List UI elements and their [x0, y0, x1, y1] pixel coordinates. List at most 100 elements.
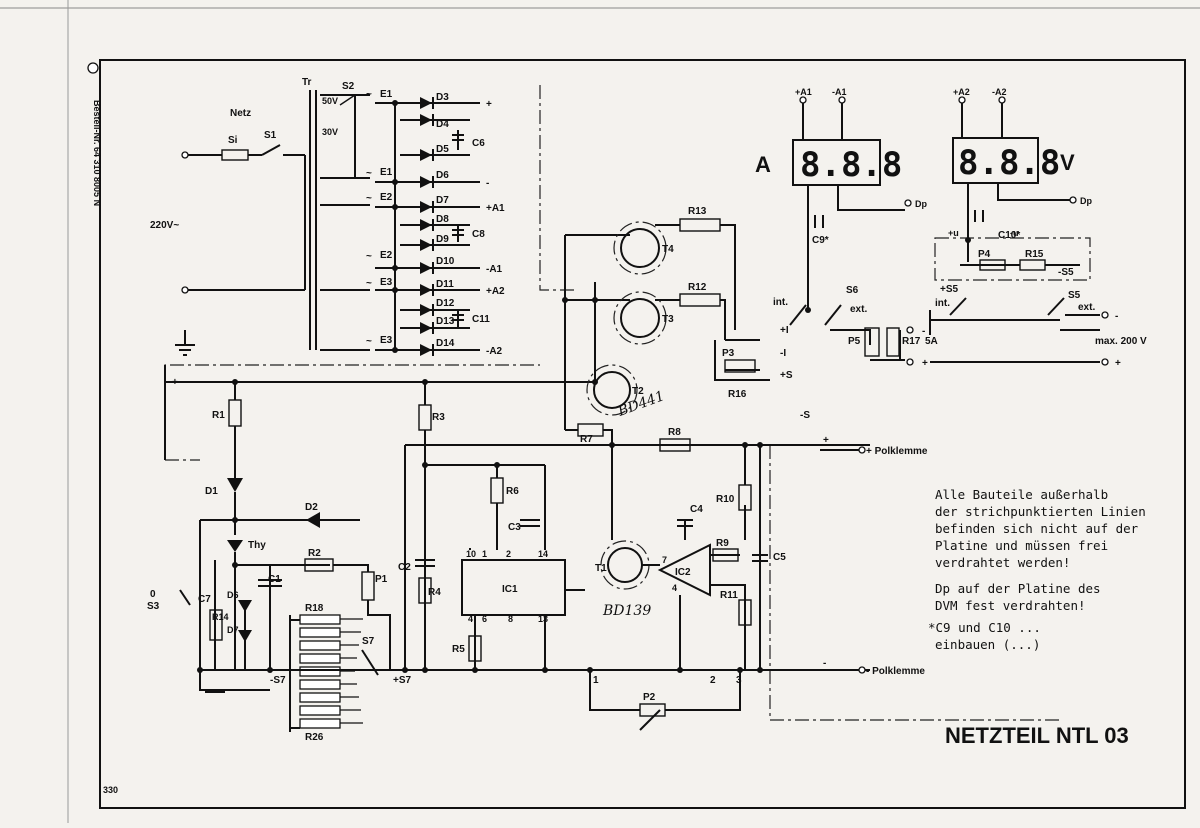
resistor-r15 — [1019, 259, 1046, 271]
s5-label: S5 — [1068, 290, 1081, 301]
t2-label: T2 — [632, 386, 644, 397]
pot-p5 — [864, 327, 880, 357]
r14-label: R14 — [212, 612, 229, 622]
svg-text:10: 10 — [466, 549, 476, 559]
voltmeter-dp: Dp — [1080, 196, 1092, 206]
switch-s5[interactable] — [949, 297, 967, 316]
junction-dot — [587, 667, 593, 673]
voltmeter-pcb-boundary — [934, 237, 1091, 281]
svg-text:Alle Bauteile außerhalb: Alle Bauteile außerhalb — [935, 487, 1108, 502]
node-2: 2 — [710, 675, 716, 686]
resistor-r3 — [418, 404, 432, 431]
p5-label: P5 — [848, 336, 861, 347]
svg-text:E3: E3 — [380, 335, 393, 346]
tap-switch-label: S2 — [342, 81, 355, 92]
plus-u-label: +u — [948, 228, 959, 238]
resistor-r17 — [886, 327, 900, 357]
junction-dot — [422, 379, 428, 385]
r16-label: R16 — [728, 389, 747, 400]
supply-terminals: + - +A1 -A1 +A2 -A2 — [486, 99, 505, 357]
r18-label: R18 — [305, 603, 324, 614]
svg-text:D14: D14 — [436, 338, 455, 349]
svg-text:*C9 und C10 ...: *C9 und C10 ... — [928, 620, 1041, 635]
junction-dot — [677, 667, 683, 673]
svg-text:+A1: +A1 — [486, 203, 505, 214]
diode-symbol — [420, 201, 432, 213]
junction-dot — [965, 237, 971, 243]
svg-text:D4: D4 — [436, 119, 449, 130]
switch-s6[interactable] — [789, 304, 807, 326]
svg-text:-I: -I — [780, 348, 786, 359]
svg-text:2: 2 — [506, 549, 511, 559]
tap-30v: 30V — [322, 127, 338, 137]
ext-label-1: ext. — [850, 304, 867, 315]
svg-text:-: - — [922, 326, 925, 337]
t3-label: T3 — [662, 314, 674, 325]
svg-text:~: ~ — [366, 193, 372, 204]
diode-symbol — [420, 262, 432, 274]
opamp-ic2 — [657, 543, 711, 597]
d6-label: D6 — [227, 590, 239, 600]
p2-label: P2 — [643, 692, 656, 703]
led-d1 — [227, 478, 243, 492]
junction-dot — [232, 517, 238, 523]
switch-s3[interactable] — [179, 589, 191, 606]
junction-dot — [472, 667, 478, 673]
c2-label: C2 — [398, 562, 411, 573]
diode-symbol — [420, 176, 432, 188]
range-5a: 5A — [925, 336, 938, 347]
polklemme-positive: + Polklemme — [866, 446, 928, 457]
svg-text:D11: D11 — [436, 279, 454, 290]
junction-dot — [267, 667, 273, 673]
c5-label: C5 — [773, 552, 786, 563]
svg-text:+: + — [823, 435, 829, 446]
switch-s7[interactable] — [361, 649, 379, 676]
svg-text:einbauen (...): einbauen (...) — [935, 637, 1040, 652]
r26-label: R26 — [305, 732, 324, 743]
c4-label: C4 — [690, 504, 703, 515]
tap-switch-s2 — [339, 94, 356, 106]
svg-text:C8: C8 — [472, 229, 485, 240]
diode-symbol — [420, 239, 432, 251]
junction-dot — [737, 667, 743, 673]
r9-label: R9 — [716, 538, 729, 549]
resistor-r12 — [679, 293, 721, 307]
t1-type: BD139 — [602, 603, 651, 619]
svg-text:Dp auf der Platine des: Dp auf der Platine des — [935, 581, 1101, 596]
rectifier-caps: C6 C8 C11 — [472, 138, 490, 325]
svg-text:D9: D9 — [436, 234, 449, 245]
resistor-r9 — [712, 548, 739, 562]
svg-text:DVM fest verdrahten!: DVM fest verdrahten! — [935, 598, 1086, 613]
r12-label: R12 — [688, 282, 707, 293]
winding-labels: E1 E1 E2 E2 E3 E3 — [380, 89, 393, 346]
c3-label: C3 — [508, 522, 521, 533]
d1-label: D1 — [205, 486, 218, 497]
svg-text:der strichpunktierten Linien: der strichpunktierten Linien — [935, 504, 1146, 519]
svg-text:verdrahtet werden!: verdrahtet werden! — [935, 555, 1070, 570]
pot-p1 — [361, 571, 375, 601]
transistor-t1 — [607, 547, 643, 583]
svg-text:14: 14 — [538, 549, 548, 559]
diode-symbol — [420, 149, 432, 161]
schematic-title: NETZTEIL NTL 03 — [945, 723, 1129, 748]
p4-label: P4 — [978, 249, 991, 260]
svg-text:D8: D8 — [436, 214, 449, 225]
range-resistor — [299, 692, 341, 703]
ammeter-dp: Dp — [915, 199, 927, 209]
svg-text:befinden sich nicht auf der: befinden sich nicht auf der — [935, 521, 1139, 536]
resistor-r11 — [738, 599, 752, 626]
resistor-r13 — [679, 218, 721, 232]
switch-s1-label: S1 — [264, 130, 277, 141]
pot-p4 — [979, 259, 1006, 271]
range-resistor — [299, 640, 341, 651]
diode-symbol — [420, 304, 432, 316]
svg-text:E2: E2 — [380, 192, 393, 203]
diode-labels: D3 D4 D5 D6 D7 D8 D9 D10 D11 D12 D13 D14 — [436, 92, 455, 349]
r13-label: R13 — [688, 206, 707, 217]
thy-label: Thy — [248, 540, 266, 551]
junction-dot — [392, 204, 398, 210]
c10-label: C10* — [998, 230, 1020, 241]
order-number: Bestell-Nr. 64 310 8005 N — [92, 100, 102, 206]
